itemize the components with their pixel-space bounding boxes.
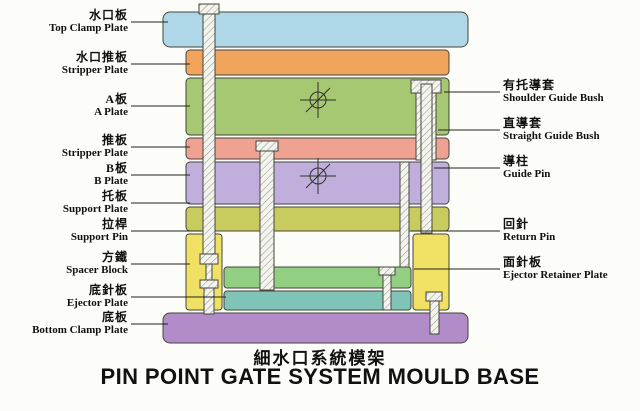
title-english: PIN POINT GATE SYSTEM MOULD BASE — [100, 364, 540, 389]
label-zh: 直導套 — [503, 116, 543, 130]
label-en: Shoulder Guide Bush — [503, 92, 604, 104]
label-en: Guide Pin — [503, 168, 551, 180]
label-en: Straight Guide Bush — [503, 130, 600, 142]
label-ejector-retainer-plate: 面針板 Ejector Retainer Plate — [503, 256, 638, 282]
clamp-bolt-head — [425, 291, 443, 302]
label-zh: 回針 — [503, 217, 530, 231]
label-zh: 底板 — [101, 310, 128, 324]
stripper-plate — [185, 137, 450, 160]
ejector-screw-left-shaft — [203, 287, 215, 315]
label-zh: 推板 — [101, 133, 128, 147]
support-pin-rod — [205, 263, 213, 281]
stripper-plate-upper — [185, 49, 450, 76]
label-en: Support Plate — [62, 203, 128, 215]
label-en: Spacer Block — [66, 264, 128, 276]
return-pin — [399, 161, 410, 268]
support-pin-shaft — [202, 13, 216, 255]
label-zh: A板 — [105, 92, 128, 106]
ejector-screw-head — [378, 266, 396, 276]
ejector-plate — [223, 290, 412, 311]
bottom-clamp-plate — [162, 312, 469, 344]
support-pin-nut — [199, 253, 219, 265]
label-zh: 面針板 — [503, 255, 543, 269]
guide-pin — [420, 83, 433, 234]
label-guide-pin: 導柱 Guide Pin — [503, 155, 638, 181]
label-en: B Plate — [94, 175, 128, 187]
label-bottom-clamp-plate: 底板 Bottom Clamp Plate — [0, 311, 128, 337]
label-zh: 有托導套 — [503, 78, 556, 92]
label-en: Top Clamp Plate — [48, 22, 128, 34]
top-clamp-plate — [162, 11, 469, 48]
label-b-plate: B板 B Plate — [0, 162, 128, 188]
label-zh: 拉桿 — [101, 217, 128, 231]
label-en: A Plate — [94, 106, 128, 118]
label-straight-guide-bush: 直導套 Straight Guide Bush — [503, 117, 638, 143]
label-en: Ejector Retainer Plate — [503, 269, 608, 281]
label-zh: 導柱 — [503, 154, 530, 168]
label-stripper-plate-upper: 水口推板 Stripper Plate — [0, 51, 128, 77]
label-return-pin: 回針 Return Pin — [503, 218, 638, 244]
center-mark-b-plate — [300, 158, 336, 194]
center-pin-shaft — [259, 150, 275, 291]
center-pin-collar — [255, 140, 279, 152]
clamp-bolt-shaft — [429, 300, 440, 335]
label-en: Stripper Plate — [61, 64, 128, 76]
label-stripper-plate: 推板 Stripper Plate — [0, 134, 128, 160]
label-zh: 底針板 — [88, 283, 128, 297]
label-support-plate: 托板 Support Plate — [0, 190, 128, 216]
center-mark-a-plate — [300, 82, 336, 118]
label-zh: B板 — [105, 161, 128, 175]
label-shoulder-guide-bush: 有托導套 Shoulder Guide Bush — [503, 79, 638, 105]
support-pin-head — [198, 3, 220, 15]
label-en: Return Pin — [503, 231, 556, 243]
label-top-clamp-plate: 水口板 Top Clamp Plate — [0, 9, 128, 35]
label-support-pin: 拉桿 Support Pin — [0, 218, 128, 244]
label-en: Support Pin — [70, 231, 128, 243]
label-zh: 水口板 — [88, 8, 128, 22]
label-en: Ejector Plate — [66, 297, 128, 309]
support-plate — [185, 206, 450, 232]
label-en: Stripper Plate — [61, 147, 128, 159]
label-en: Bottom Clamp Plate — [32, 324, 128, 336]
label-zh: 托板 — [101, 189, 128, 203]
label-zh: 方鐵 — [101, 250, 128, 264]
label-a-plate: A板 A Plate — [0, 93, 128, 119]
title-chinese: 細水口系統模架 — [253, 349, 387, 368]
ejector-screw-left-head — [199, 279, 219, 289]
label-zh: 水口推板 — [75, 50, 128, 64]
label-ejector-plate: 底針板 Ejector Plate — [0, 284, 128, 310]
label-spacer-block: 方鐵 Spacer Block — [0, 251, 128, 277]
ejector-screw-shaft — [382, 274, 392, 311]
